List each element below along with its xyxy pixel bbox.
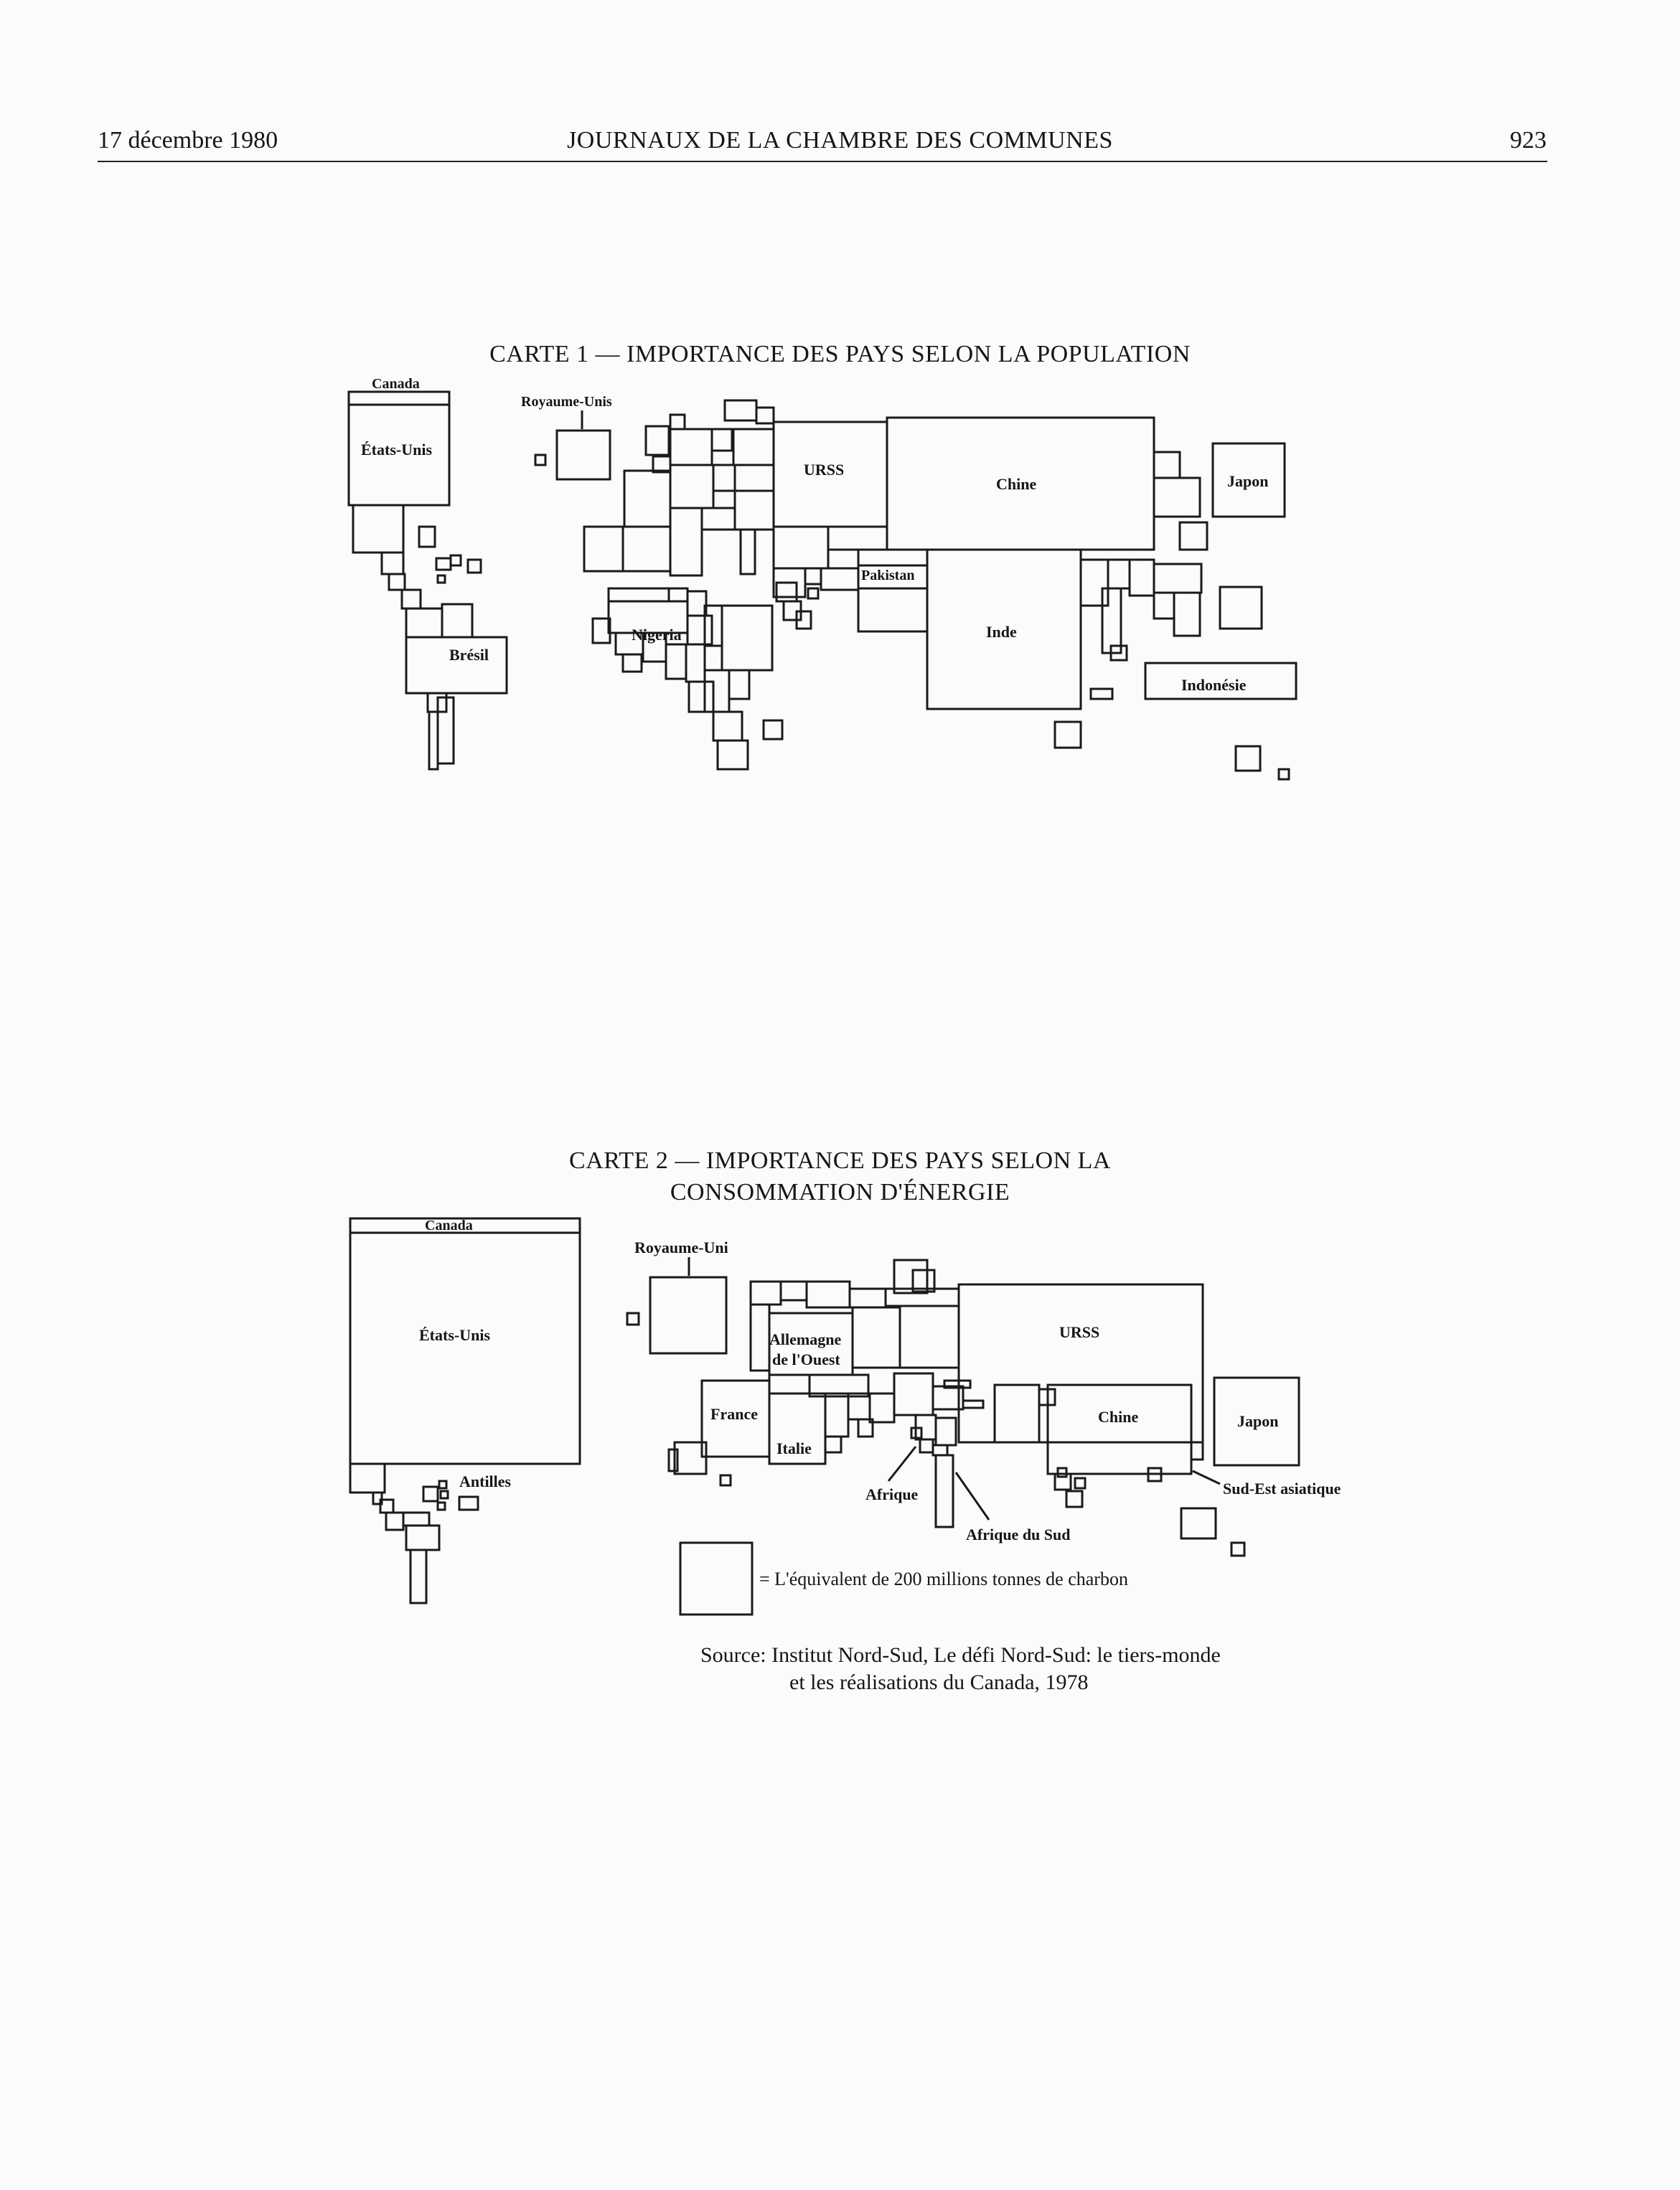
map1-label-brazil: Brésil bbox=[449, 646, 489, 664]
map2-japan bbox=[1213, 1376, 1300, 1467]
map1-brazil bbox=[405, 636, 508, 695]
map1-uk bbox=[555, 429, 611, 481]
map2-south-africa bbox=[934, 1454, 954, 1528]
map1-label-pakistan: Pakistan bbox=[861, 568, 914, 583]
map2-uk bbox=[649, 1276, 728, 1355]
header-date: 17 décembre 1980 bbox=[98, 127, 278, 154]
header-rule bbox=[98, 161, 1547, 162]
map1-label-indonesia: Indonésie bbox=[1181, 676, 1247, 694]
map1-label-nigeria: Nigeria bbox=[632, 626, 682, 644]
map2-label-italy: Italie bbox=[776, 1439, 812, 1457]
map2-label-ussr: URSS bbox=[1059, 1323, 1099, 1341]
map2-africa-leader bbox=[887, 1446, 917, 1482]
map2-label-southeast-asia: Sud-Est asiatique bbox=[1223, 1480, 1341, 1498]
source-line2: et les réalisations du Canada, 1978 bbox=[789, 1670, 1089, 1694]
map2-label-france: France bbox=[710, 1405, 758, 1423]
legend-square bbox=[679, 1541, 754, 1616]
map2-legend-text: = L'équivalent de 200 millions tonnes de… bbox=[759, 1569, 1128, 1589]
map2-label-china: Chine bbox=[1098, 1408, 1138, 1426]
map2-label-germany-line1: Allemagne bbox=[769, 1330, 841, 1348]
map2-label-usa: États-Unis bbox=[419, 1326, 490, 1344]
map2-sea-leader bbox=[1192, 1470, 1221, 1485]
map2-label-japan: Japon bbox=[1237, 1412, 1278, 1430]
map2-south-africa-leader bbox=[954, 1472, 990, 1521]
map1-label-uk: Royaume-Unis bbox=[521, 394, 612, 410]
map2-china bbox=[1046, 1383, 1193, 1475]
map1-label-japan: Japon bbox=[1227, 472, 1268, 490]
header-page-number: 923 bbox=[1510, 127, 1547, 154]
map2-label-africa: Afrique bbox=[865, 1485, 919, 1503]
map1-indonesia bbox=[1144, 662, 1297, 700]
map1-label-usa: États-Unis bbox=[361, 441, 432, 459]
map1-label-ussr: URSS bbox=[804, 461, 844, 479]
map2-ussr bbox=[957, 1283, 1204, 1444]
map1-label-china: Chine bbox=[996, 475, 1036, 493]
map2-energy-cartogram: Canada États-Unis Antilles Royaume-Uni A… bbox=[349, 1217, 1341, 1616]
source-citation: Source: Institut Nord-Sud, Le défi Nord-… bbox=[700, 1642, 1221, 1696]
map2-usa bbox=[349, 1231, 581, 1465]
map2-label-south-africa: Afrique du Sud bbox=[966, 1526, 1071, 1543]
map2-label-uk: Royaume-Uni bbox=[634, 1239, 728, 1256]
map1-label-canada: Canada bbox=[372, 376, 420, 392]
map1-title: CARTE 1 — IMPORTANCE DES PAYS SELON LA P… bbox=[489, 341, 1191, 367]
map2-title-line1: CARTE 2 — IMPORTANCE DES PAYS SELON LA bbox=[569, 1147, 1111, 1174]
source-line1: Source: Institut Nord-Sud, Le défi Nord-… bbox=[700, 1643, 1221, 1667]
map1-canada bbox=[347, 390, 451, 406]
map1-label-india: Inde bbox=[986, 623, 1017, 641]
map1-japan bbox=[1211, 442, 1286, 518]
map1-india bbox=[926, 548, 1082, 710]
map2-label-germany-line2: de l'Ouest bbox=[772, 1350, 840, 1368]
map2-label-canada: Canada bbox=[425, 1218, 473, 1233]
map2-label-antilles: Antilles bbox=[459, 1472, 512, 1490]
header-journal-title: JOURNAUX DE LA CHAMBRE DES COMMUNES bbox=[567, 127, 1113, 154]
map2-title-line2: CONSOMMATION D'ÉNERGIE bbox=[670, 1179, 1010, 1206]
map1-population-cartogram: Canada États-Unis Royaume-Unis URSS Chin… bbox=[347, 376, 1297, 781]
